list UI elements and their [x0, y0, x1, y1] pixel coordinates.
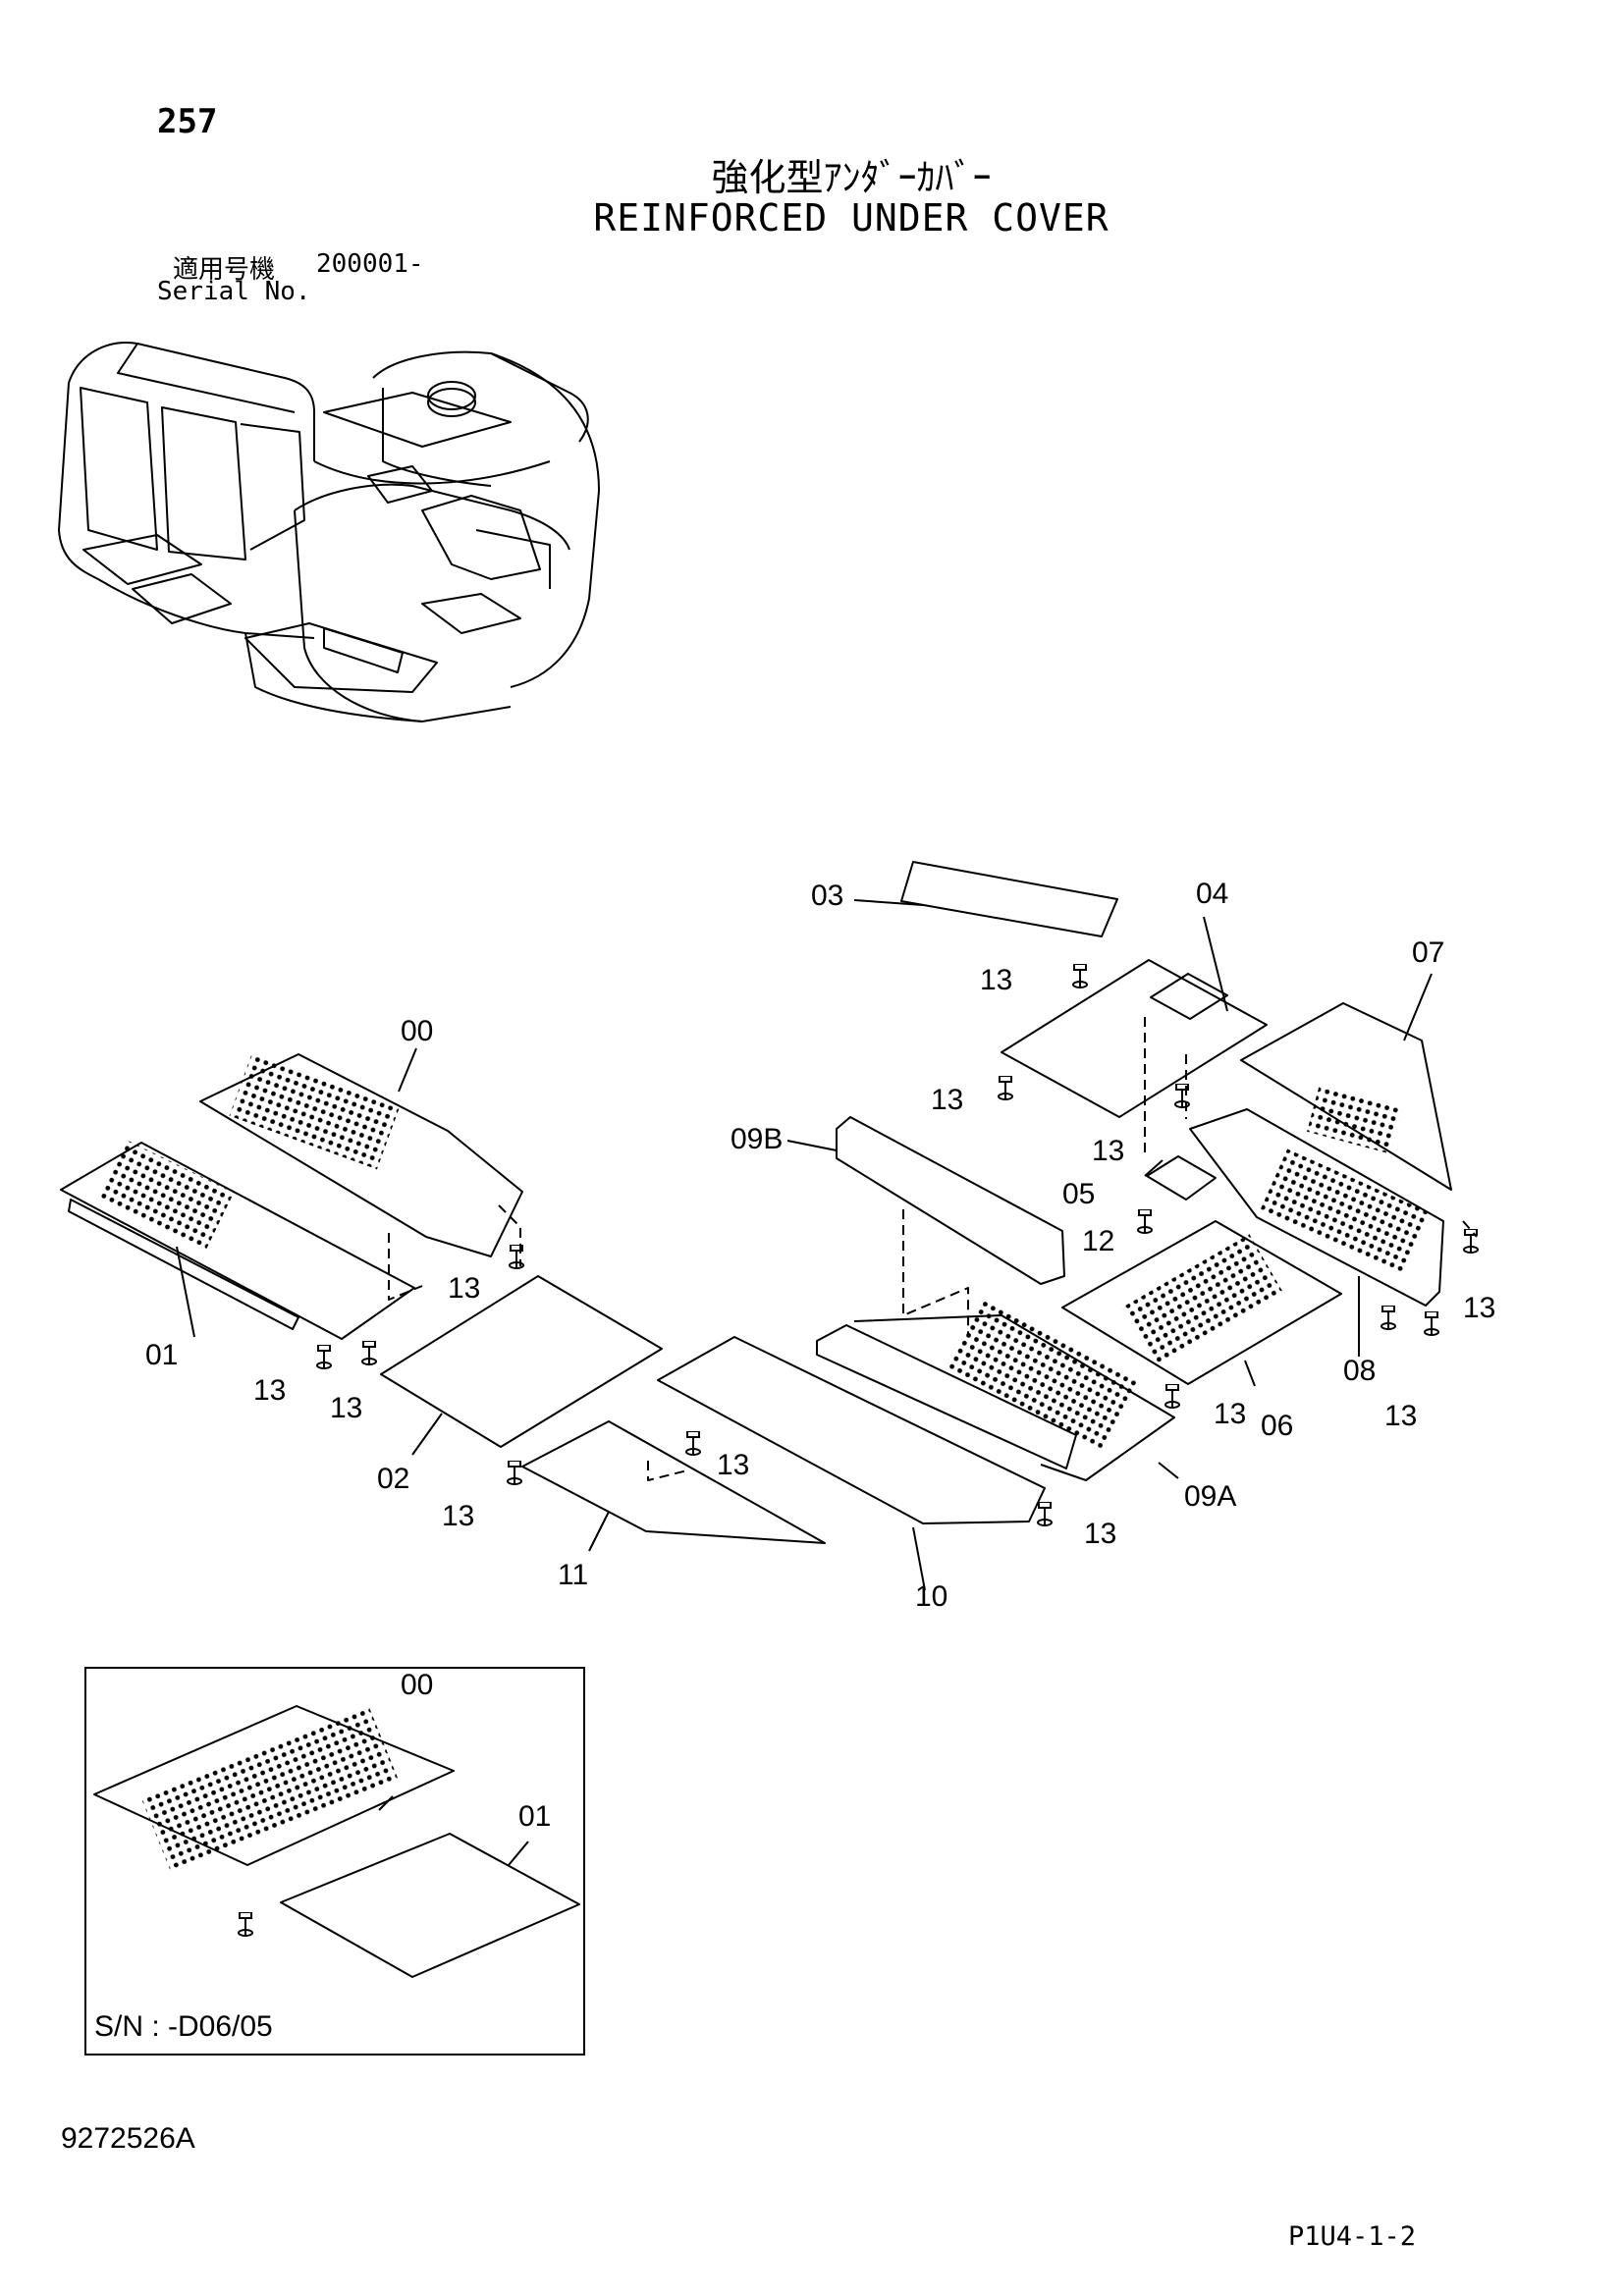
callout-13-c: 13 — [1092, 1135, 1125, 1167]
callout-03: 03 — [811, 880, 844, 912]
inset-callout-00: 00 — [401, 1669, 434, 1701]
inset-part-01 — [280, 1833, 580, 1978]
callout-05: 05 — [1062, 1178, 1096, 1210]
callout-06: 06 — [1261, 1410, 1294, 1442]
callout-13-b: 13 — [931, 1084, 964, 1116]
callout-13-j: 13 — [448, 1272, 481, 1305]
callout-13-g: 13 — [1084, 1518, 1117, 1550]
callout-02: 02 — [377, 1463, 410, 1495]
callout-10: 10 — [915, 1580, 948, 1613]
part-02 — [380, 1275, 663, 1448]
title-english: REINFORCED UNDER COVER — [593, 196, 1110, 240]
machine-overview — [58, 342, 600, 722]
callout-01: 01 — [145, 1339, 179, 1371]
part-09a — [816, 1324, 1077, 1469]
part-11 — [521, 1420, 826, 1544]
callout-00: 00 — [401, 1015, 434, 1047]
part-10 — [657, 1336, 1046, 1524]
part-09b — [836, 1116, 1065, 1285]
callout-13-h: 13 — [717, 1449, 750, 1481]
callout-13-k: 13 — [253, 1374, 287, 1407]
callout-13-l: 13 — [330, 1392, 363, 1424]
part-01 — [60, 1142, 415, 1340]
callout-13-e: 13 — [1384, 1400, 1418, 1432]
part-00 — [199, 1053, 523, 1257]
callout-13-d: 13 — [1463, 1292, 1496, 1324]
part-06 — [1061, 1220, 1342, 1385]
page-number: 257 — [157, 102, 218, 141]
part-05 — [1146, 1155, 1217, 1201]
inset-callout-01: 01 — [518, 1800, 552, 1833]
callout-07: 07 — [1412, 936, 1445, 969]
title-japanese: 強化型ｱﾝﾀﾞｰｶﾊﾞｰ — [711, 156, 992, 199]
document-number: 9272526A — [61, 2122, 195, 2155]
part-03 — [900, 861, 1118, 937]
serial-value: 200001- — [316, 249, 424, 279]
callout-09b: 09B — [731, 1123, 784, 1155]
callout-08: 08 — [1343, 1355, 1377, 1387]
callout-12: 12 — [1082, 1225, 1115, 1257]
serial-label-english: Serial No. — [157, 277, 311, 306]
page-code: P1U4-1-2 — [1288, 2221, 1417, 2252]
callout-09a: 09A — [1184, 1480, 1237, 1513]
callout-13-f: 13 — [1214, 1398, 1247, 1430]
callout-11: 11 — [558, 1559, 589, 1591]
callout-04: 04 — [1196, 878, 1229, 910]
part-08 — [1189, 1108, 1444, 1307]
callout-13-i: 13 — [442, 1500, 475, 1532]
callout-13-a: 13 — [980, 964, 1013, 996]
part-04 — [1001, 959, 1268, 1118]
inset-frame — [84, 1667, 585, 2056]
serial-label-japanese: 適用号機 — [173, 255, 276, 285]
inset-serial-note: S/N : -D06/05 — [94, 2010, 273, 2043]
